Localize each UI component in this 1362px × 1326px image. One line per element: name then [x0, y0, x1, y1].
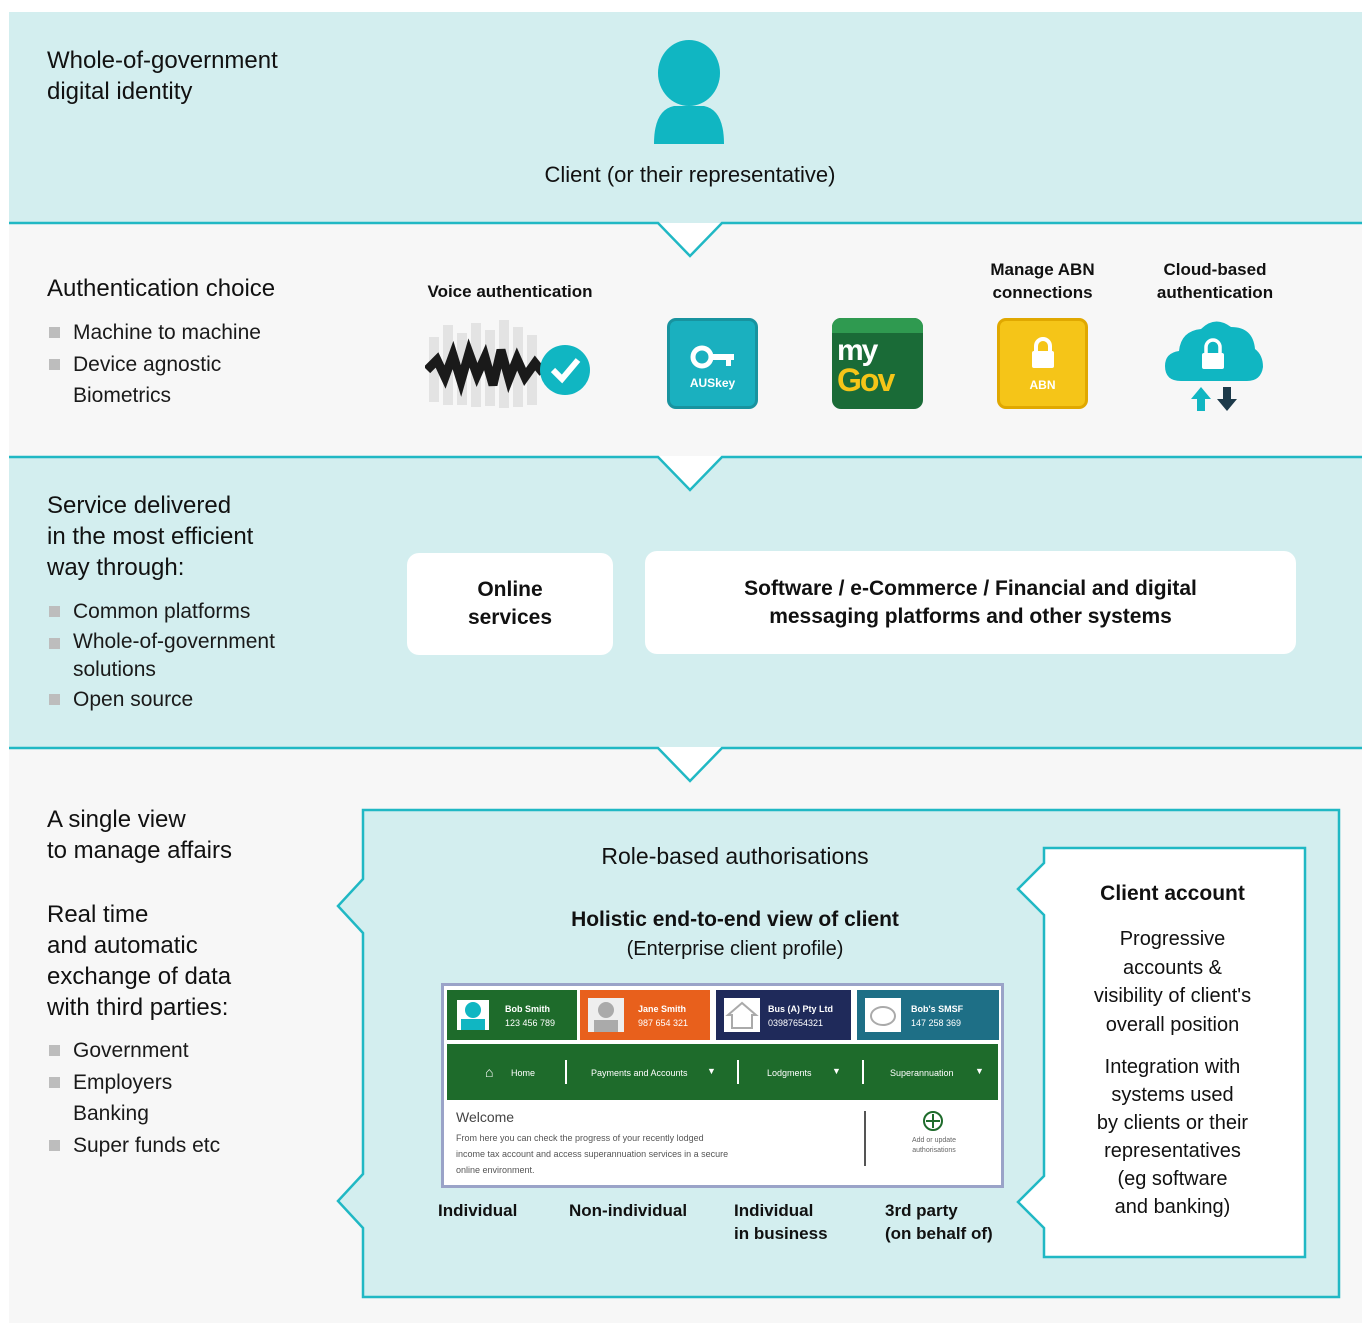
voice-waveform-icon — [425, 320, 590, 408]
profile-tab[interactable]: Bob's SMSF 147 258 369 — [857, 990, 999, 1040]
chevron-down-icon: ▼ — [707, 1066, 716, 1076]
profile-tab[interactable]: Bob Smith 123 456 789 — [447, 990, 577, 1040]
divider-arrow — [9, 455, 1362, 494]
list-item: Common platforms — [47, 596, 275, 628]
identity-title: Whole-of-government digital identity — [47, 47, 278, 105]
client-account-title: Client account — [1100, 882, 1245, 905]
person-icon — [654, 40, 724, 144]
list-item: Banking — [73, 1102, 149, 1125]
divider-arrow — [9, 221, 1362, 260]
role-title: Role-based authorisations — [601, 843, 869, 869]
nav-item-payments[interactable]: Payments and Accounts — [591, 1068, 688, 1078]
auth-bullets: Machine to machine Device agnostic Biome… — [47, 317, 261, 412]
cloud-lock-icon — [1165, 321, 1263, 411]
list-item: Employers — [47, 1067, 220, 1099]
service-title: Service delivered in the most efficient … — [47, 492, 254, 581]
role-label-individual: Individual — [438, 1201, 518, 1220]
mygov-icon: my Gov — [832, 318, 923, 409]
list-item: Device agnostic — [47, 349, 261, 381]
nav-item-super[interactable]: Superannuation — [890, 1068, 954, 1078]
software-platforms-box: Software / e-Commerce / Financial and di… — [645, 551, 1296, 654]
welcome-text: From here you can check the progress of … — [456, 1133, 729, 1175]
chevron-down-icon: ▼ — [832, 1066, 841, 1076]
auth-title: Authentication choice — [47, 275, 276, 302]
list-item: solutions — [73, 657, 156, 681]
portal-nav: ⌂ Home Payments and Accounts ▼ Lodgments… — [447, 1044, 998, 1100]
list-item: Machine to machine — [47, 317, 261, 349]
voice-auth-label: Voice authentication — [427, 282, 593, 301]
client-label: Client (or their representative) — [544, 162, 836, 187]
role-label-non-individual: Non-individual — [569, 1201, 688, 1220]
list-item: Super funds etc — [47, 1130, 220, 1162]
list-item: Government — [47, 1035, 220, 1067]
portal-screenshot: Bob Smith 123 456 789 Jane Smith 987 654… — [441, 983, 1004, 1188]
add-icon[interactable] — [922, 1110, 944, 1132]
nav-item-lodgments[interactable]: Lodgments — [767, 1068, 812, 1078]
profile-tab[interactable]: Bus (A) Pty Ltd 03987654321 — [716, 990, 851, 1040]
home-icon[interactable]: ⌂ — [485, 1064, 494, 1080]
divider-arrow — [9, 746, 1362, 785]
list-item: Whole-of-government — [47, 628, 275, 656]
role-label-third-party: 3rd party(on behalf of) — [885, 1201, 993, 1243]
holistic-title: Holistic end-to-end view of client — [571, 908, 899, 931]
welcome-heading: Welcome — [456, 1109, 515, 1125]
service-bullets: Common platforms Whole-of-government sol… — [47, 596, 275, 715]
auskey-icon: AUSkey — [667, 318, 758, 409]
abn-icon: ABN — [997, 318, 1088, 409]
third-party-bullets: Government Employers Banking Super funds… — [47, 1035, 220, 1161]
nav-item-home[interactable]: Home — [511, 1068, 536, 1078]
profile-tab[interactable]: Jane Smith 987 654 321 — [580, 990, 710, 1040]
list-item: Biometrics — [73, 384, 172, 407]
holistic-sub: (Enterprise client profile) — [626, 938, 844, 960]
list-item: Open source — [47, 684, 275, 716]
chevron-down-icon: ▼ — [975, 1066, 984, 1076]
client-account-callout — [1016, 846, 1307, 1259]
